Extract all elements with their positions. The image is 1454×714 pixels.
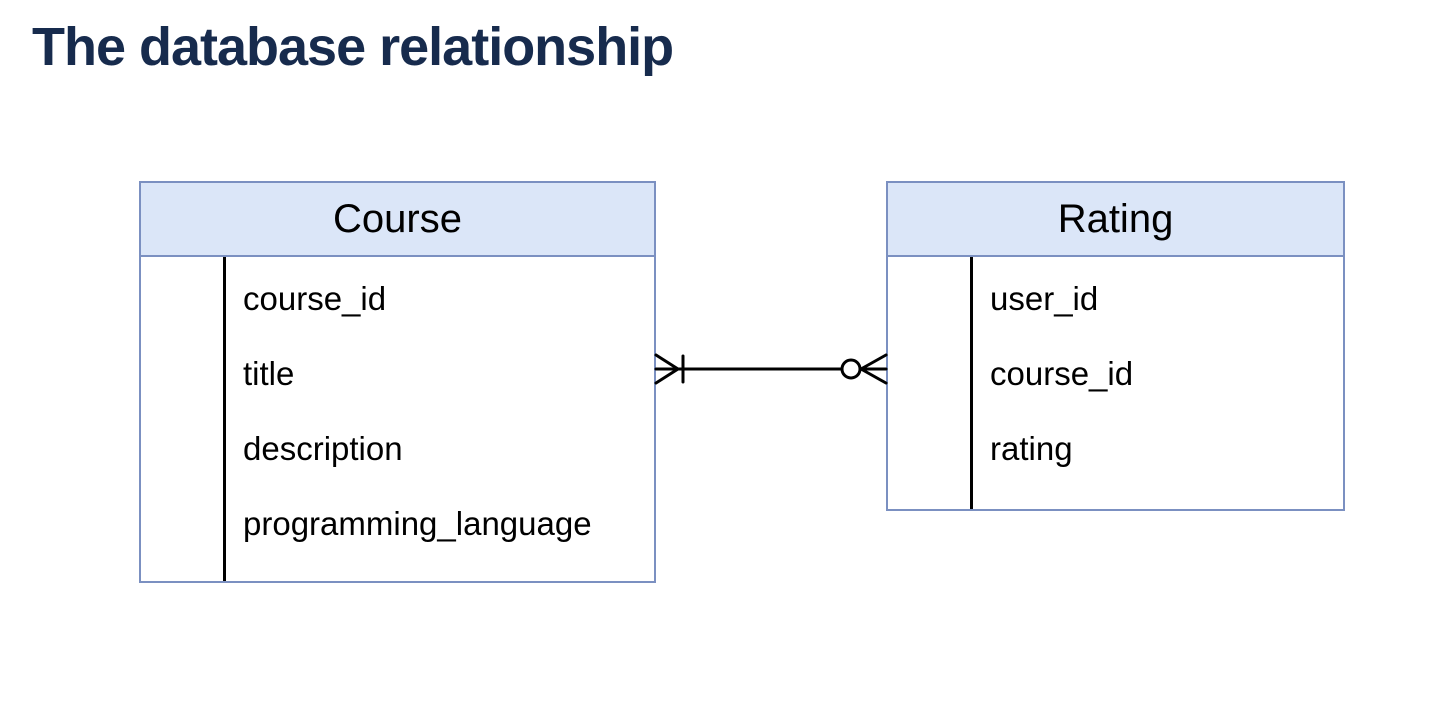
entity-rating-body: user_id course_id rating: [888, 257, 1343, 509]
entity-course-body: course_id title description programming_…: [141, 257, 654, 581]
entity-course: Course course_id title description progr…: [139, 181, 656, 583]
entity-rating: Rating user_id course_id rating: [886, 181, 1345, 511]
entity-course-fields: course_id title description programming_…: [141, 257, 654, 561]
crows-foot-zero-or-many-icon: [840, 353, 888, 385]
crows-foot-one-or-many-icon: [654, 353, 685, 385]
entity-course-title: Course: [141, 183, 654, 257]
entity-rating-title: Rating: [888, 183, 1343, 257]
field-row: title: [243, 354, 295, 392]
field-row: course_id: [243, 279, 387, 317]
key-column-divider: [223, 257, 226, 581]
relationship-connector: [654, 353, 888, 385]
field-row: course_id: [990, 354, 1134, 392]
page-title: The database relationship: [32, 17, 674, 77]
field-row: programming_language: [243, 504, 592, 542]
key-column-divider: [970, 257, 973, 509]
field-row: description: [243, 429, 403, 467]
field-row: user_id: [990, 279, 1099, 317]
field-row: rating: [990, 429, 1073, 467]
entity-rating-fields: user_id course_id rating: [888, 257, 1343, 486]
